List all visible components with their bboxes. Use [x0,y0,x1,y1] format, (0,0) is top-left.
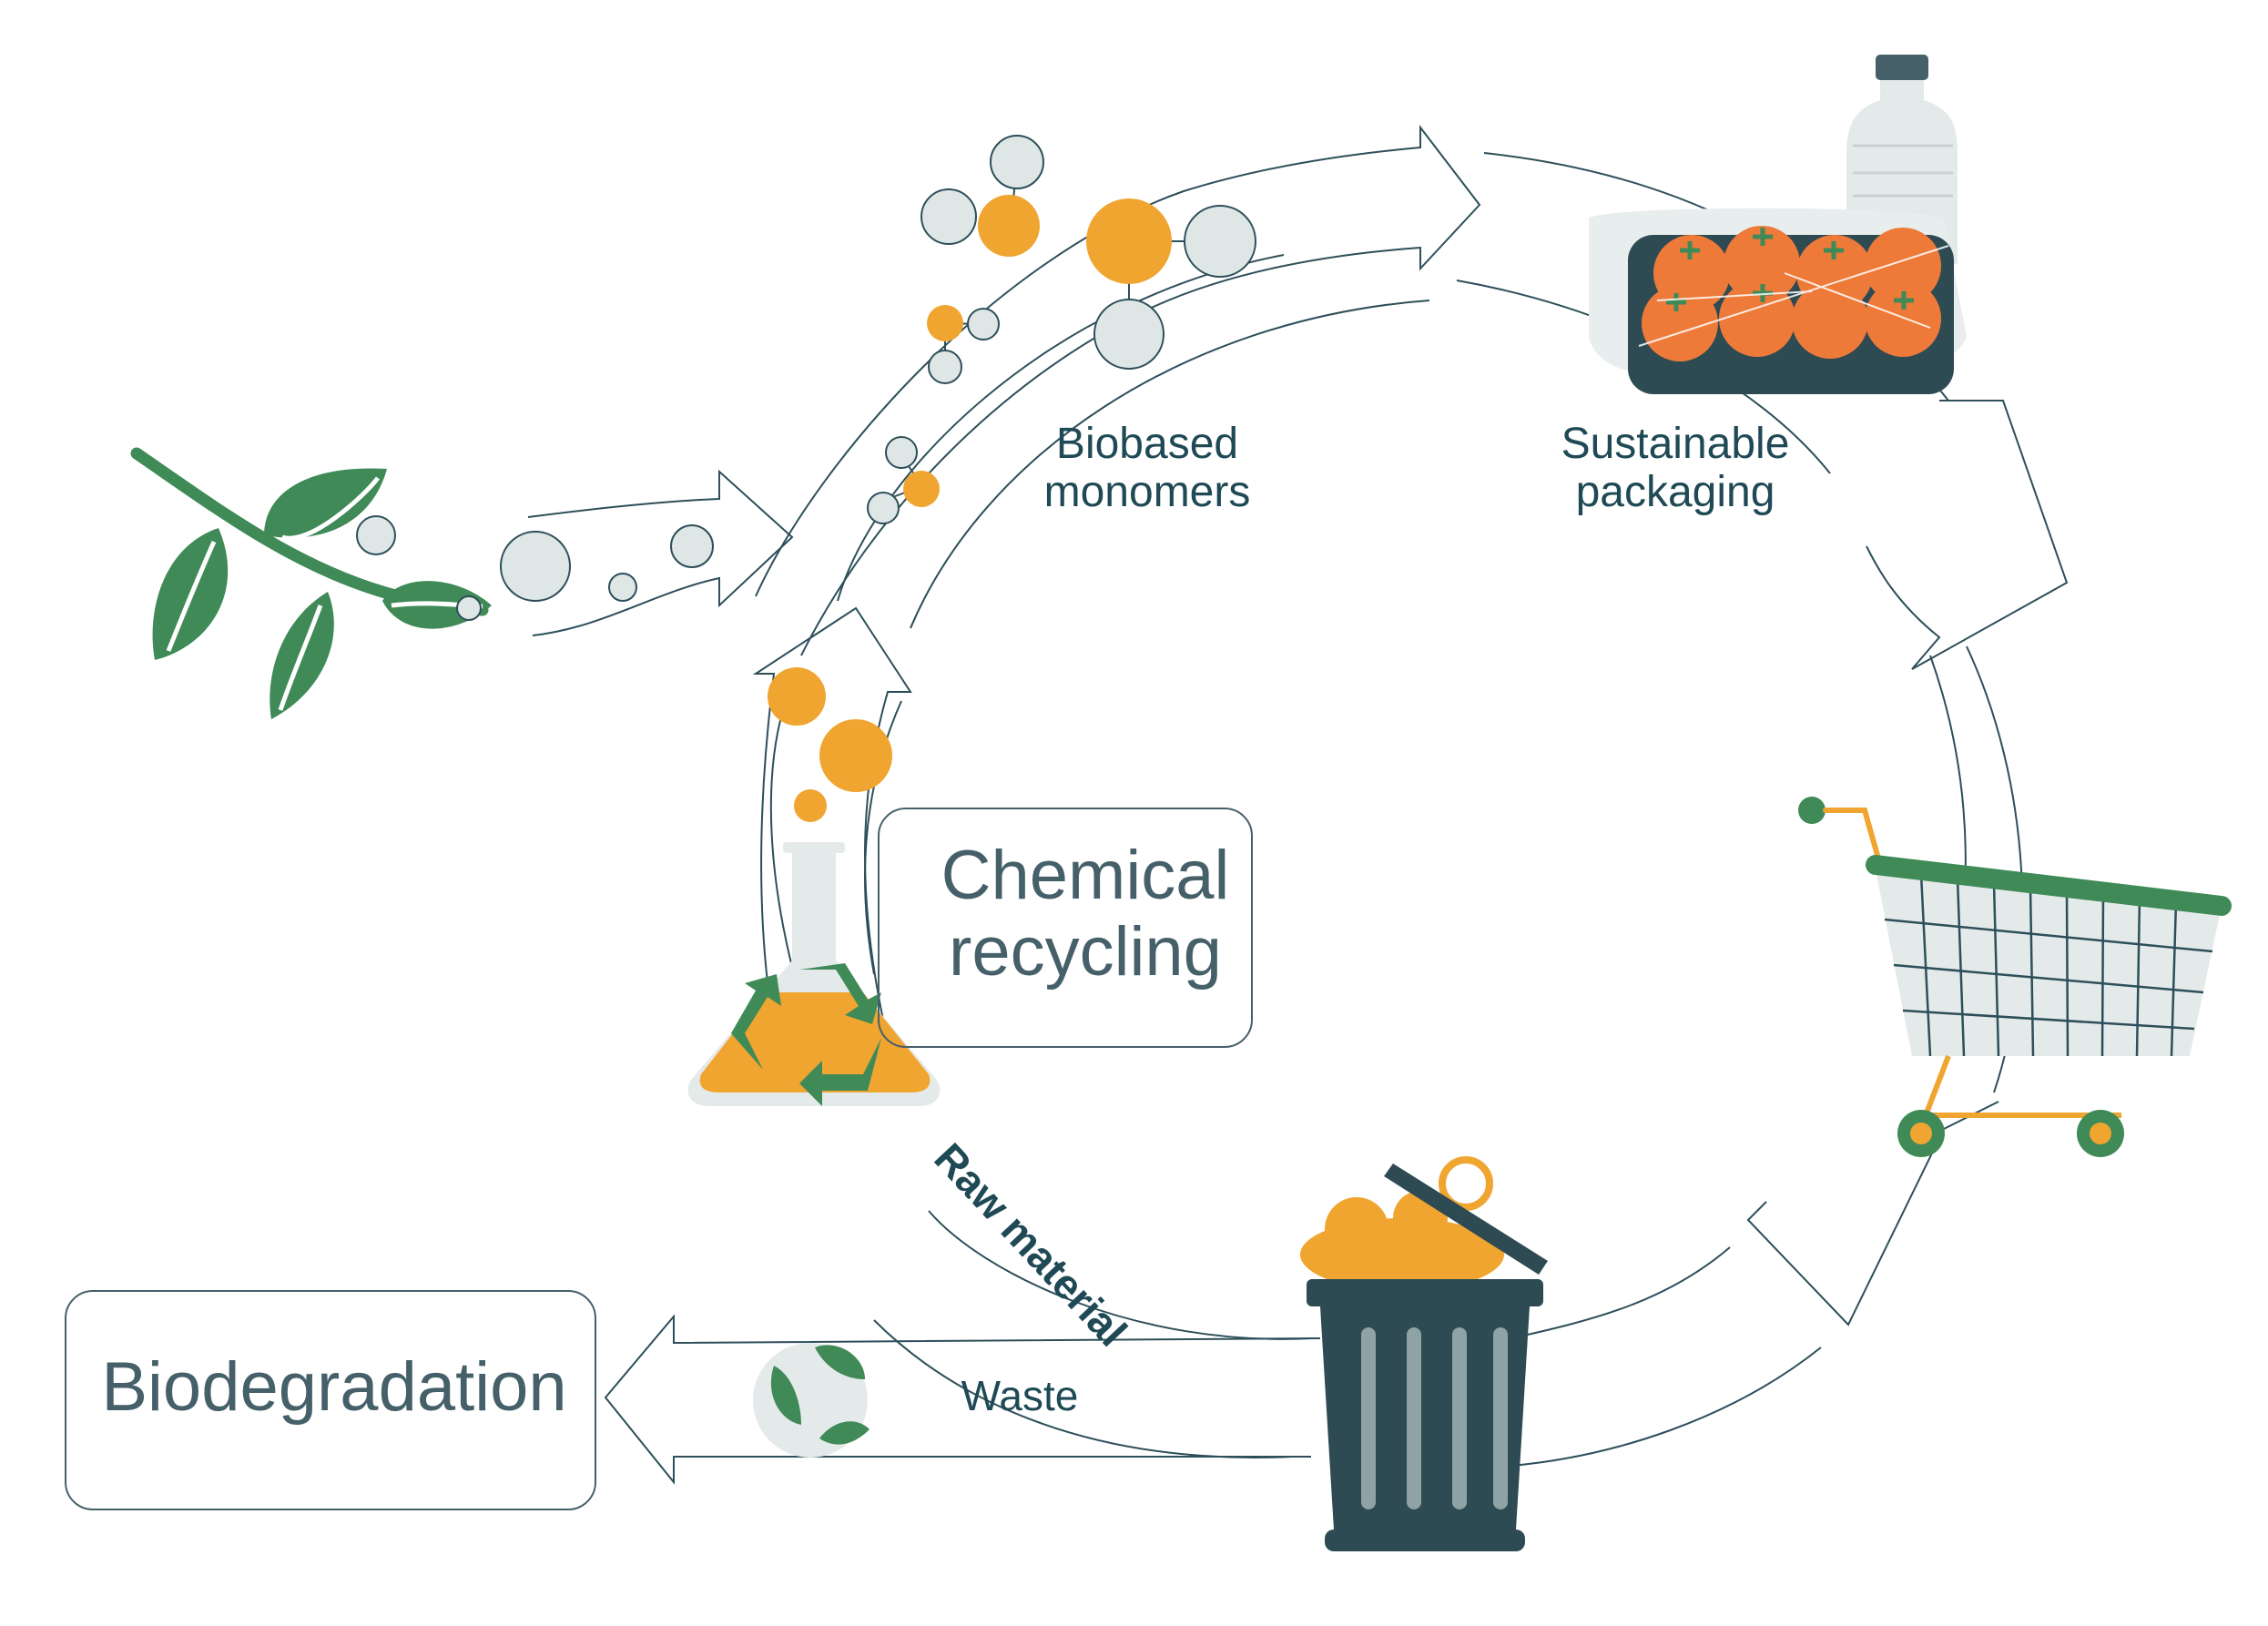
arrow-leaf [527,469,794,636]
sustainable-packaging-line-1: Sustainable [1561,420,1790,468]
chemical-recycling-label: Chemical recycling [912,838,1258,990]
chemical-recycling-line-2: recycling [949,912,1222,991]
leaf-branch-icon [130,447,492,719]
arrow-bottom-right [1746,1101,1999,1326]
molecule-icon [500,524,714,602]
biodegradation-label: Biodegradation [101,1348,567,1426]
chemical-recycling-line-1: Chemical [941,837,1230,914]
biobased-monomers-label: Biobased monomers [983,420,1311,517]
waste-label: Waste [961,1372,1079,1419]
sustainable-packaging-label: Sustainable packaging [1511,420,1839,517]
shopping-cart-icon [1798,797,2232,1157]
tomato-tray-icon [1589,208,1967,394]
arrow-waste [604,1314,1321,1485]
molecule-icon [867,135,1256,524]
arrow-right-down [1866,400,2069,670]
biodegradation-box [65,1290,596,1510]
biobased-monomers-line-1: Biobased [1055,420,1239,468]
biodegradable-ball-icon [753,1343,870,1458]
chemical-recycling-box [878,808,1253,1048]
sustainable-packaging-line-2: packaging [1575,467,1775,516]
arrow-recycle-up [752,606,912,1075]
recycle-icon [731,963,881,1106]
flask-icon [687,667,941,1106]
trash-can-icon [1300,1156,1548,1551]
biobased-monomers-line-2: monomers [1043,467,1251,516]
